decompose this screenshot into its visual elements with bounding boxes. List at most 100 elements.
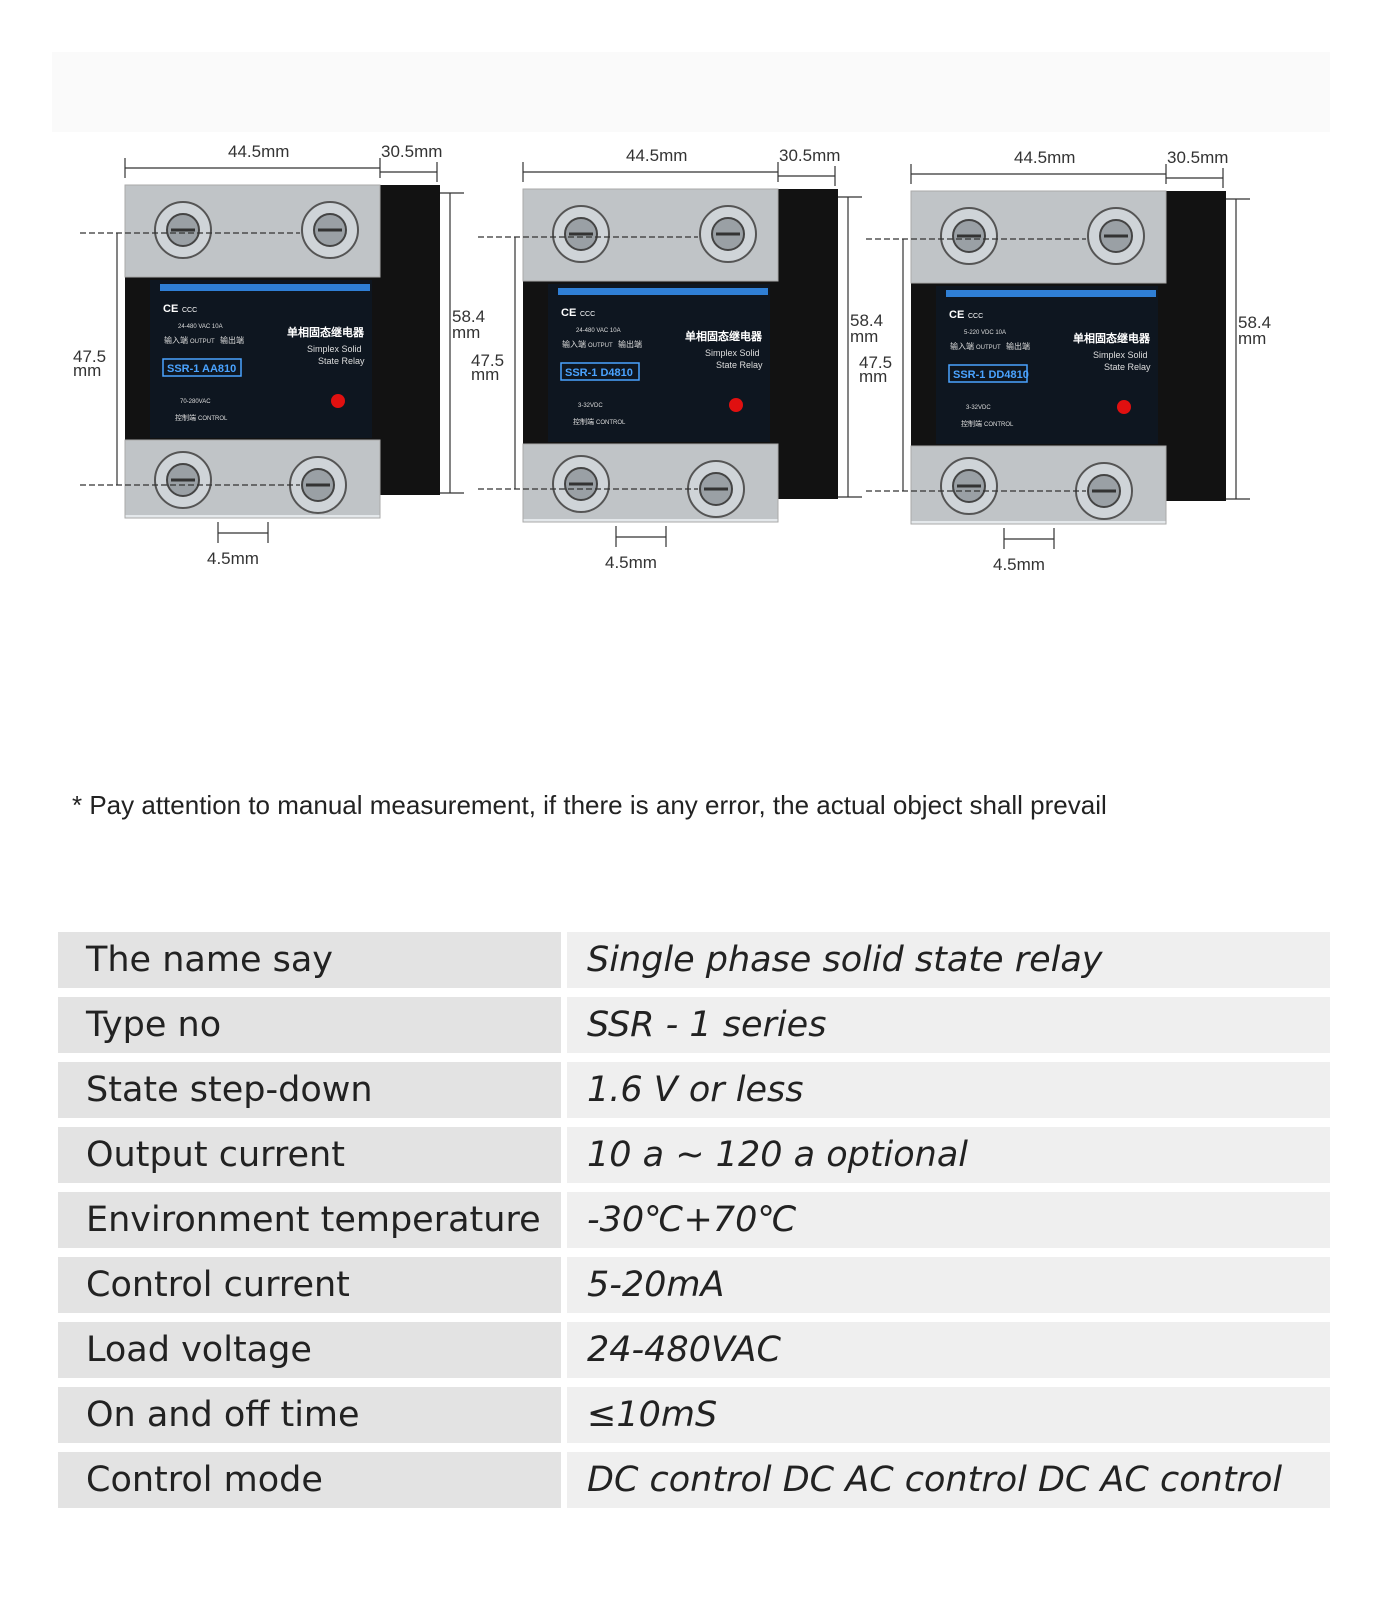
input-spec: 24-480 VAC 10A	[178, 324, 223, 330]
ce-mark: CE	[949, 309, 964, 321]
ccc-mark: CCC	[968, 313, 983, 320]
dim-height-inner-part: mm	[471, 365, 499, 384]
output-label: OUTPUT	[588, 343, 613, 349]
dim-terminal-label: 4.5mm	[207, 549, 259, 568]
model-number: SSR-1 AA810	[167, 363, 236, 375]
spec-label: On and off time	[58, 1387, 561, 1443]
spec-label: Load voltage	[58, 1322, 561, 1378]
dim-height-outer-part: 58.4	[452, 307, 485, 326]
output-label: OUTPUT	[976, 345, 1001, 351]
label-stripe	[160, 284, 370, 291]
ccc-mark: CCC	[580, 311, 595, 318]
dim-height-inner-part: mm	[73, 361, 101, 380]
dim-height-inner-part: 47.5	[73, 347, 106, 366]
dim-width-label: 44.5mm	[1014, 148, 1075, 167]
dim-height-outer-part: mm	[1238, 329, 1266, 348]
dim-terminal-label: 4.5mm	[605, 553, 657, 572]
ce-mark: CE	[561, 307, 576, 319]
dim-width-label: 44.5mm	[228, 142, 289, 161]
label-stripe	[558, 288, 768, 295]
spec-label: State step-down	[58, 1062, 561, 1118]
dim-depth-label: 30.5mm	[1167, 148, 1228, 167]
model-box	[162, 358, 242, 377]
control-label: CONTROL	[596, 420, 626, 426]
dim-height-inner-part: 47.5	[471, 351, 504, 370]
figure-top-band	[52, 52, 1330, 132]
input-label: 输入端	[164, 335, 188, 345]
spec-value: 1.6 V or less	[567, 1062, 1330, 1118]
title-line2: State Relay	[1104, 362, 1151, 372]
title-line2: State Relay	[318, 356, 365, 366]
input-label: 输入端	[562, 339, 586, 349]
spec-value: 5-20mA	[567, 1257, 1330, 1313]
dim-depth-label: 30.5mm	[381, 142, 442, 161]
control-cn: 控制端	[961, 419, 982, 428]
dim-depth-label: 30.5mm	[779, 146, 840, 165]
control-cn: 控制端	[175, 413, 196, 422]
spec-value: -30℃+70℃	[567, 1192, 1330, 1248]
spec-row: On and off time≤10mS	[58, 1387, 1330, 1443]
chinese-title: 单相固态继电器	[1073, 331, 1151, 345]
control-spec: 3-32VDC	[578, 403, 603, 409]
dim-terminal-label: 4.5mm	[993, 555, 1045, 574]
spec-label: Output current	[58, 1127, 561, 1183]
model-box	[560, 362, 640, 381]
input-spec: 24-480 VAC 10A	[576, 328, 621, 334]
dim-height-inner-part: mm	[859, 367, 887, 386]
spec-value: DC control DC AC control DC AC control	[567, 1452, 1330, 1508]
spec-label: Control current	[58, 1257, 561, 1313]
output-cn: 输出端	[1006, 341, 1030, 351]
ce-mark: CE	[163, 303, 178, 315]
title-line2: State Relay	[716, 360, 763, 370]
spec-label: Control mode	[58, 1452, 561, 1508]
control-spec: 3-32VDC	[966, 405, 991, 411]
status-led	[1117, 400, 1131, 414]
dim-height-outer-part: mm	[452, 323, 480, 342]
spec-value: 24-480VAC	[567, 1322, 1330, 1378]
status-led	[331, 394, 345, 408]
model-number: SSR-1 D4810	[565, 367, 633, 379]
input-spec: 5-220 VDC 10A	[964, 330, 1006, 336]
spec-value: 10 a ~ 120 a optional	[567, 1127, 1330, 1183]
status-led	[729, 398, 743, 412]
model-box	[948, 364, 1028, 383]
spec-label: The name say	[58, 932, 561, 988]
dim-height-outer-part: 58.4	[1238, 313, 1271, 332]
input-label: 输入端	[950, 341, 974, 351]
title-line1: Simplex Solid	[307, 344, 362, 354]
title-line1: Simplex Solid	[1093, 350, 1148, 360]
output-cn: 输出端	[618, 339, 642, 349]
dim-height-outer-part: 58.4	[850, 311, 883, 330]
dim-height-outer-part: mm	[850, 327, 878, 346]
title-line1: Simplex Solid	[705, 348, 760, 358]
control-spec: 70-280VAC	[180, 399, 211, 405]
model-number: SSR-1 DD4810	[953, 369, 1029, 381]
dim-height-inner-part: 47.5	[859, 353, 892, 372]
label-stripe	[946, 290, 1156, 297]
output-cn: 输出端	[220, 335, 244, 345]
chinese-title: 单相固态继电器	[287, 325, 365, 339]
spec-row: Environment temperature-30℃+70℃	[58, 1192, 1330, 1248]
control-cn: 控制端	[573, 417, 594, 426]
spec-value: ≤10mS	[567, 1387, 1330, 1443]
measurement-note: * Pay attention to manual measurement, i…	[72, 790, 1107, 820]
control-label: CONTROL	[198, 416, 228, 422]
spec-value: Single phase solid state relay	[567, 932, 1330, 988]
chinese-title: 单相固态继电器	[685, 329, 763, 343]
spec-label: Environment temperature	[58, 1192, 561, 1248]
